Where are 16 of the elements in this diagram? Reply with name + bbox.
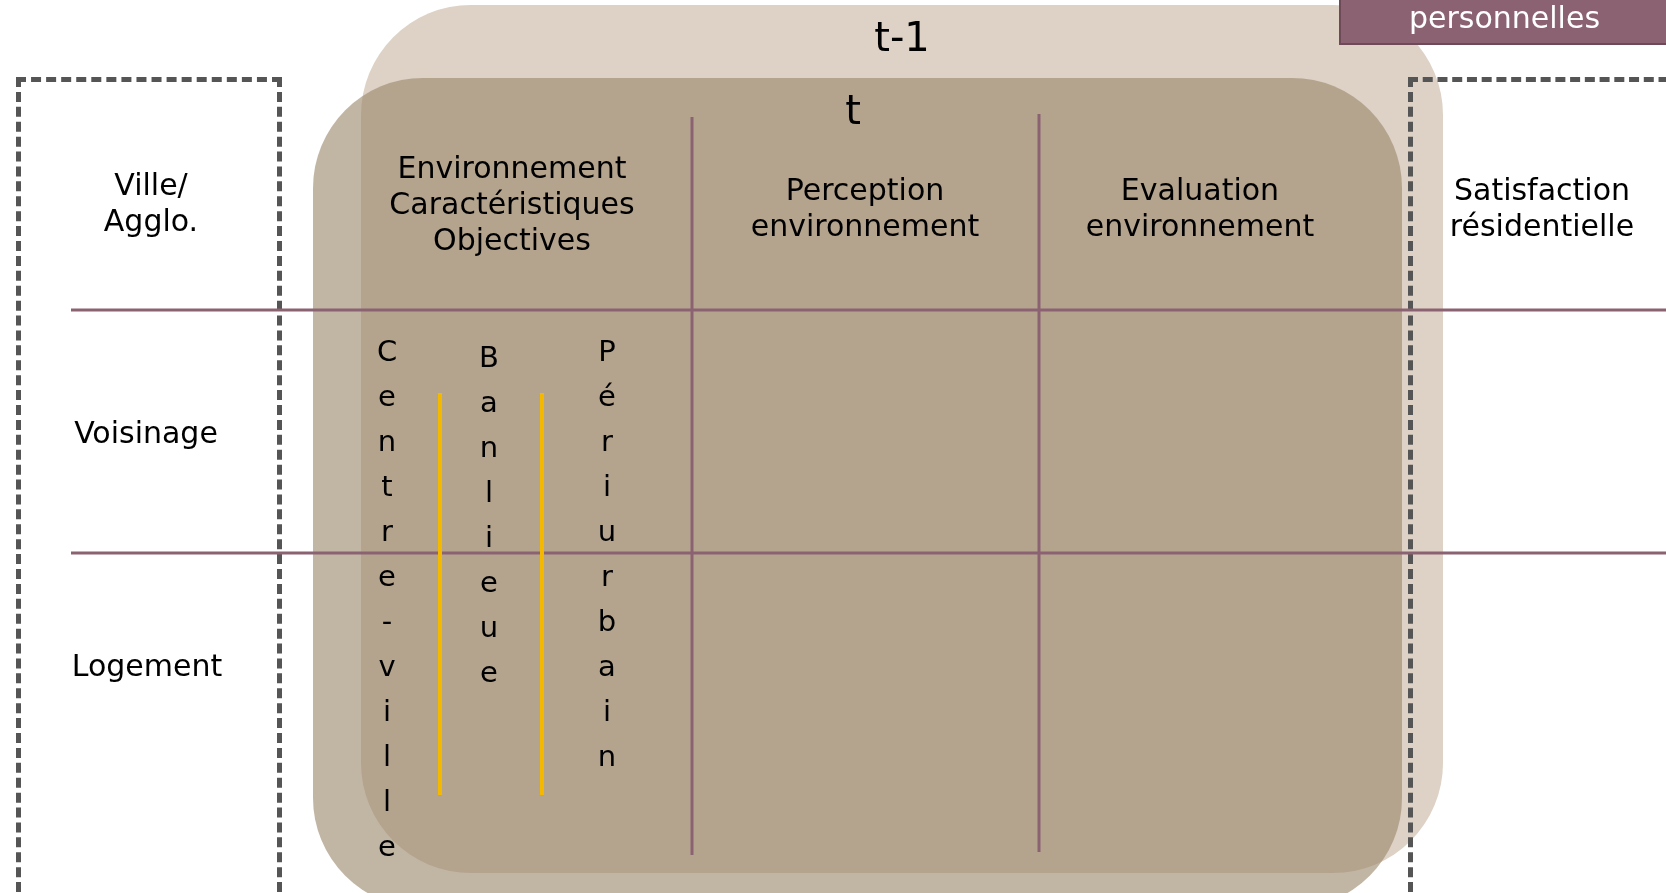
column-heading: Environnement Caractéristiques Objectives <box>388 150 636 258</box>
box-label: personnelles <box>1407 0 1602 36</box>
column-heading: Evaluation environnement <box>1084 172 1316 244</box>
dashed-frame <box>1408 77 1666 893</box>
column-heading: Satisfaction résidentielle <box>1448 172 1636 244</box>
frame-label: t <box>844 86 862 134</box>
category-label: Périurbain <box>592 334 621 784</box>
dashed-frame <box>16 77 282 893</box>
time-frame <box>313 78 1402 893</box>
label-box <box>1339 0 1666 45</box>
column-heading: Perception environnement <box>749 172 981 244</box>
category-label: Centre-ville <box>372 334 401 874</box>
row-label: Voisinage <box>73 415 219 451</box>
row-label: Ville/ Agglo. <box>102 167 200 239</box>
category-label: Banlieue <box>474 340 503 700</box>
row-label: Logement <box>70 648 224 684</box>
